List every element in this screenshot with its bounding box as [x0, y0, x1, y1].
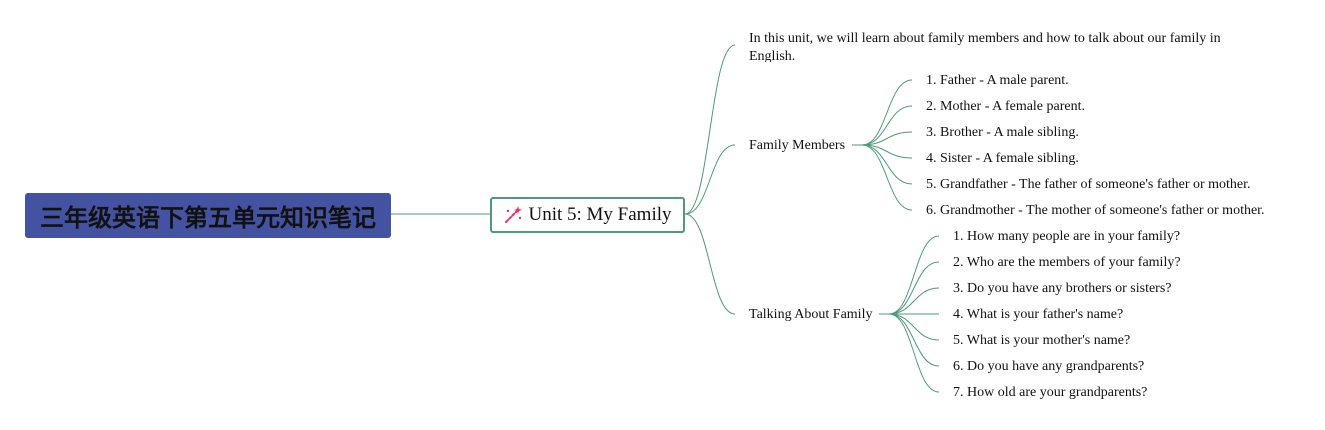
family-question-item[interactable]: 5. What is your mother's name?	[953, 333, 1131, 348]
family-question-item[interactable]: 7. How old are your grandparents?	[953, 385, 1148, 400]
root-topic[interactable]: 三年级英语下第五单元知识笔记	[25, 193, 391, 238]
central-topic-label: Unit 5: My Family	[528, 204, 672, 225]
family-question-item[interactable]: 2. Who are the members of your family?	[953, 255, 1181, 270]
family-member-item[interactable]: 1. Father - A male parent.	[926, 73, 1069, 88]
connector-curve	[861, 105, 913, 146]
family-member-item[interactable]: 3. Brother - A male sibling.	[926, 125, 1079, 140]
connector-curve	[888, 313, 940, 341]
family-member-item[interactable]: 6. Grandmother - The mother of someone's…	[926, 203, 1265, 218]
family-question-item[interactable]: 4. What is your father's name?	[953, 307, 1124, 322]
family-question-item[interactable]: 1. How many people are in your family?	[953, 229, 1181, 244]
family-question-item[interactable]: 6. Do you have any grandparents?	[953, 359, 1145, 374]
family-question-item[interactable]: 3. Do you have any brothers or sisters?	[953, 281, 1172, 296]
central-topic[interactable]: Unit 5: My Family	[490, 197, 685, 233]
connector-curve	[861, 79, 913, 146]
root-title: 三年级英语下第五单元知识笔记	[40, 204, 376, 232]
connector-curve	[888, 287, 940, 315]
connector-curve	[861, 144, 913, 185]
family-member-item[interactable]: 2. Mother - A female parent.	[926, 99, 1086, 114]
connector-curve	[684, 44, 736, 215]
family-member-item[interactable]: 5. Grandfather - The father of someone's…	[926, 177, 1251, 192]
connector-curve	[684, 213, 736, 315]
connector-curve	[888, 261, 940, 315]
intro-text[interactable]: In this unit, we will learn about family…	[749, 31, 1221, 62]
family-member-item[interactable]: 4. Sister - A female sibling.	[926, 151, 1079, 166]
magic-wand-icon	[503, 205, 523, 225]
branch-talking-about-family[interactable]: Talking About Family	[749, 307, 873, 322]
connector-curve	[861, 144, 913, 211]
connector-curve	[861, 131, 913, 146]
connector-curve	[888, 313, 940, 393]
connector-curve	[888, 313, 940, 367]
connector-curve	[888, 235, 940, 315]
connector-curve	[684, 144, 736, 215]
branch-family-members[interactable]: Family Members	[749, 138, 846, 153]
